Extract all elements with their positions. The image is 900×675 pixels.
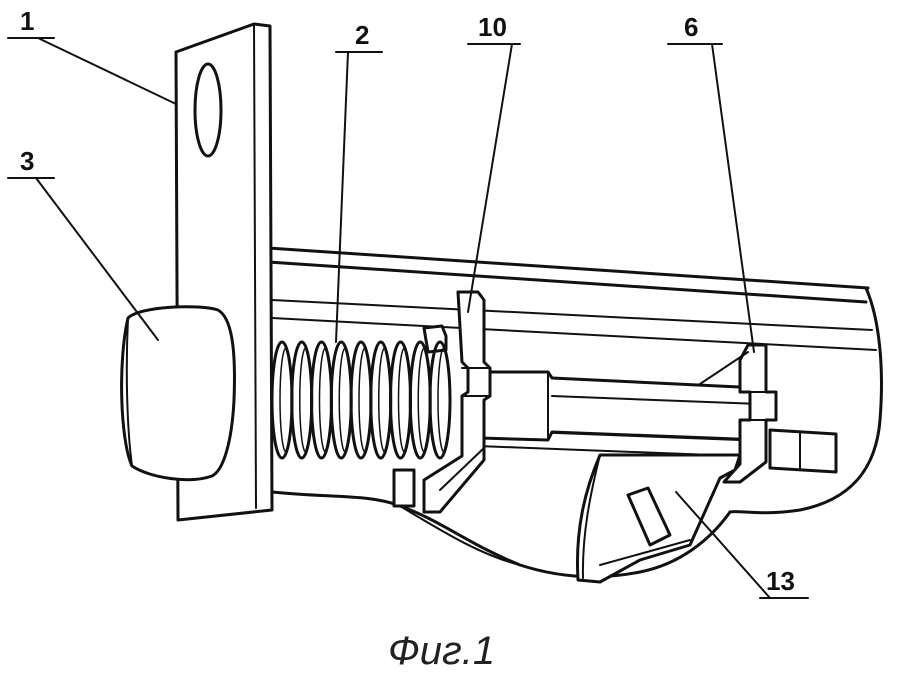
knob-part-3	[120, 305, 236, 482]
spring-coil-inner	[299, 347, 313, 453]
reference-numerals: 1 2 3 10 6 13	[20, 6, 795, 596]
leader-lines	[7, 37, 809, 599]
spring-coil-inner	[318, 347, 333, 453]
spring-coil-inner	[358, 347, 372, 453]
label-2: 2	[355, 20, 369, 50]
spring-coil-inner	[338, 347, 352, 453]
label-6: 6	[684, 12, 698, 42]
figure-caption: Фиг.1	[388, 629, 495, 673]
spring-foot	[392, 468, 416, 508]
spring-coil-inner	[378, 347, 392, 453]
spring-coil-inner	[397, 347, 412, 453]
label-1: 1	[20, 6, 34, 36]
housing-channel	[266, 246, 883, 579]
spring-coil-inner	[437, 347, 451, 453]
spring-part-2	[270, 340, 452, 460]
bracket-part-10	[422, 290, 492, 514]
label-3: 3	[20, 146, 34, 176]
spring-coil-inner	[279, 347, 293, 453]
bracket-part-6	[699, 343, 778, 484]
label-10: 10	[478, 12, 507, 42]
spring-coil-inner	[417, 347, 431, 453]
wedge-part-13	[576, 453, 742, 584]
label-13: 13	[766, 566, 795, 596]
